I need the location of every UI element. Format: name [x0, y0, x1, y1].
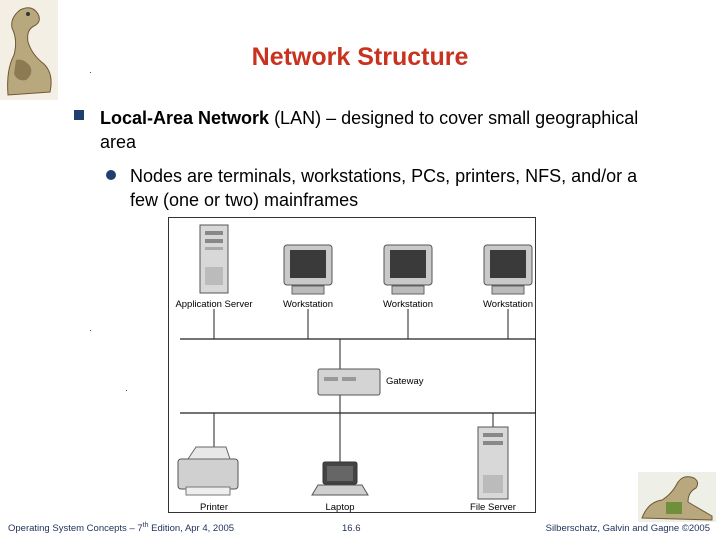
- slide-title: Network Structure: [251, 42, 469, 71]
- bullet-nodes: Nodes are terminals, workstations, PCs, …: [130, 166, 638, 210]
- workstation-icon: [383, 244, 433, 295]
- dinosaur-logo-icon: [0, 0, 58, 100]
- footer-copyright: Silberschatz, Galvin and Gagne ©2005: [545, 523, 710, 534]
- gateway-label: Gateway: [386, 376, 424, 387]
- printer-label: Printer: [200, 502, 228, 513]
- bullet-lan-text: (LAN) – designed to cover small geograph…: [100, 108, 639, 152]
- workstation-icon: [483, 244, 533, 295]
- laptop-label: Laptop: [325, 502, 354, 513]
- decorative-dot: [126, 390, 127, 391]
- dinosaur-corner-icon: [638, 472, 716, 522]
- workstation-label-3: Workstation: [483, 299, 533, 310]
- app-server-label: Application Server: [175, 299, 252, 310]
- gateway-icon: [317, 368, 381, 396]
- footer-course: Operating System Concepts – 7th Edition,…: [8, 521, 235, 534]
- file-server-label: File Server: [470, 502, 516, 513]
- workstation-label-1: Workstation: [283, 299, 333, 310]
- circle-bullet-icon: [106, 170, 116, 180]
- bullet-lan: Local-Area Network (LAN) – designed to c…: [100, 106, 660, 154]
- workstation-icon: [283, 244, 333, 295]
- decorative-dot: [90, 330, 91, 331]
- footer-page-number: 16.6: [342, 523, 361, 534]
- application-server-icon: [199, 224, 229, 294]
- square-bullet-icon: [74, 110, 84, 120]
- workstation-label-2: Workstation: [383, 299, 433, 310]
- lan-diagram: Application Server Workstation Workstati…: [168, 217, 536, 513]
- file-server-icon: [477, 426, 509, 500]
- printer-icon: [177, 446, 239, 496]
- decorative-dot: [90, 72, 91, 73]
- bullet-lan-bold: Local-Area Network: [100, 108, 270, 128]
- laptop-icon: [311, 461, 369, 496]
